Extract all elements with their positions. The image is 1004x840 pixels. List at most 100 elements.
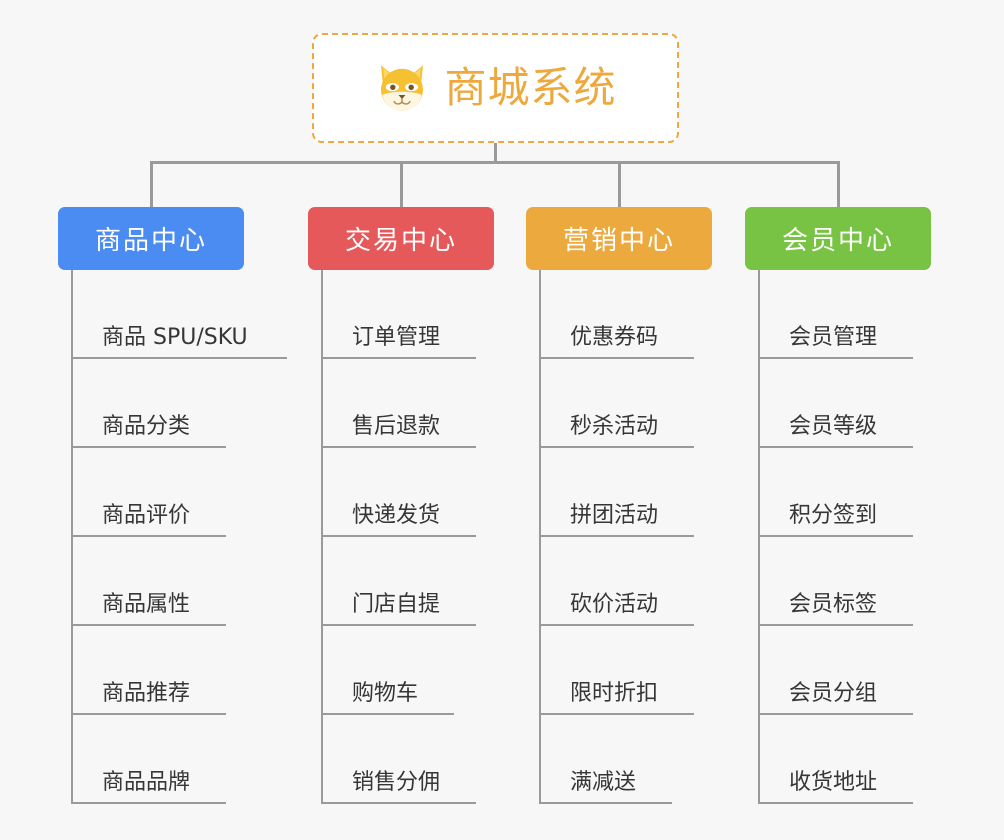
column-trunk: [71, 270, 73, 804]
list-item-label: 快递发货: [352, 503, 441, 528]
list-item[interactable]: 限时折扣: [526, 626, 712, 715]
column-trunk: [321, 270, 323, 804]
list-item-underline: [539, 446, 694, 448]
list-item-label: 商品 SPU/SKU: [102, 325, 248, 350]
column-header-product-center[interactable]: 商品中心: [58, 207, 244, 270]
list-item-label: 砍价活动: [570, 592, 659, 617]
list-item-underline: [539, 802, 672, 804]
list-item-label: 限时折扣: [570, 681, 659, 706]
list-item[interactable]: 商品推荐: [58, 626, 244, 715]
column-header-marketing-center[interactable]: 营销中心: [526, 207, 712, 270]
list-item[interactable]: 拼团活动: [526, 448, 712, 537]
list-item-underline: [321, 624, 476, 626]
column-header-label: 营销中心: [562, 226, 675, 256]
list-item-underline: [758, 802, 913, 804]
list-item-underline: [321, 446, 476, 448]
list-item[interactable]: 购物车: [308, 626, 494, 715]
list-item-label: 商品评价: [102, 503, 191, 528]
list-item[interactable]: 商品分类: [58, 359, 244, 448]
list-item-underline: [71, 535, 226, 537]
list-item-label: 拼团活动: [570, 503, 659, 528]
list-item[interactable]: 售后退款: [308, 359, 494, 448]
list-item-label: 满减送: [570, 770, 637, 795]
list-item-underline: [71, 713, 226, 715]
root-node[interactable]: 商城系统: [312, 33, 679, 143]
list-item-label: 会员等级: [789, 414, 878, 439]
list-item-label: 会员管理: [789, 325, 878, 350]
list-item[interactable]: 砍价活动: [526, 537, 712, 626]
list-item[interactable]: 收货地址: [745, 715, 931, 804]
list-item[interactable]: 会员等级: [745, 359, 931, 448]
list-item[interactable]: 会员标签: [745, 537, 931, 626]
root-title: 商城系统: [444, 63, 617, 112]
list-item-label: 秒杀活动: [570, 414, 659, 439]
connector-horizontal-bus: [150, 161, 840, 164]
column-member-center: 会员中心 会员管理 会员等级 积分签到 会员标签: [745, 207, 931, 804]
list-item[interactable]: 商品 SPU/SKU: [58, 270, 287, 359]
column-marketing-center: 营销中心 优惠券码 秒杀活动 拼团活动 砍价活动: [526, 207, 712, 804]
list-item-underline: [321, 535, 476, 537]
list-item-label: 订单管理: [352, 325, 441, 350]
list-item-underline: [71, 802, 226, 804]
shiba-dog-face-icon: [381, 65, 424, 111]
list-item-underline: [71, 446, 226, 448]
list-item-underline: [758, 624, 913, 626]
list-item-label: 门店自提: [352, 592, 441, 617]
list-item-underline: [539, 713, 694, 715]
list-item-underline: [758, 357, 913, 359]
list-item-label: 积分签到: [789, 503, 878, 528]
list-item[interactable]: 会员分组: [745, 626, 931, 715]
list-item-label: 商品属性: [102, 592, 191, 617]
column-trunk: [758, 270, 760, 804]
list-item[interactable]: 商品属性: [58, 537, 244, 626]
connector-drop-1: [150, 161, 153, 207]
list-item[interactable]: 满减送: [526, 715, 712, 804]
list-item-label: 会员标签: [789, 592, 878, 617]
list-item-underline: [758, 446, 913, 448]
list-item-underline: [758, 713, 913, 715]
list-item-underline: [539, 357, 694, 359]
column-header-label: 交易中心: [344, 226, 457, 256]
list-item-underline: [321, 713, 454, 715]
list-item[interactable]: 销售分佣: [308, 715, 494, 804]
list-item-underline: [71, 357, 287, 359]
list-item[interactable]: 秒杀活动: [526, 359, 712, 448]
list-item[interactable]: 优惠券码: [526, 270, 712, 359]
list-item-label: 商品分类: [102, 414, 191, 439]
column-header-label: 会员中心: [781, 226, 894, 256]
column-body: 订单管理 售后退款 快递发货 门店自提 购物车: [308, 270, 494, 804]
list-item-label: 购物车: [352, 681, 419, 706]
list-item-underline: [539, 624, 694, 626]
list-item[interactable]: 商品评价: [58, 448, 244, 537]
connector-drop-3: [618, 161, 621, 207]
column-product-center: 商品中心 商品 SPU/SKU 商品分类 商品评价 商品属性: [58, 207, 287, 804]
column-header-member-center[interactable]: 会员中心: [745, 207, 931, 270]
list-item-underline: [71, 624, 226, 626]
column-body: 商品 SPU/SKU 商品分类 商品评价 商品属性 商品推荐: [58, 270, 287, 804]
list-item[interactable]: 门店自提: [308, 537, 494, 626]
list-item-underline: [758, 535, 913, 537]
list-item[interactable]: 订单管理: [308, 270, 494, 359]
list-item[interactable]: 快递发货: [308, 448, 494, 537]
list-item-underline: [321, 357, 476, 359]
column-trade-center: 交易中心 订单管理 售后退款 快递发货 门店自提: [308, 207, 494, 804]
list-item-underline: [539, 535, 694, 537]
connector-drop-4: [837, 161, 840, 207]
list-item-label: 商品品牌: [102, 770, 191, 795]
list-item-underline: [321, 802, 476, 804]
connector-drop-2: [400, 161, 403, 207]
column-trunk: [539, 270, 541, 804]
column-body: 优惠券码 秒杀活动 拼团活动 砍价活动 限时折扣: [526, 270, 712, 804]
column-header-trade-center[interactable]: 交易中心: [308, 207, 494, 270]
list-item-label: 会员分组: [789, 681, 878, 706]
list-item[interactable]: 会员管理: [745, 270, 931, 359]
connector-root-stem: [494, 143, 497, 163]
list-item[interactable]: 积分签到: [745, 448, 931, 537]
list-item-label: 售后退款: [352, 414, 441, 439]
list-item-label: 销售分佣: [352, 770, 441, 795]
list-item-label: 收货地址: [789, 770, 878, 795]
column-body: 会员管理 会员等级 积分签到 会员标签 会员分组: [745, 270, 931, 804]
column-header-label: 商品中心: [94, 226, 207, 256]
list-item[interactable]: 商品品牌: [58, 715, 244, 804]
